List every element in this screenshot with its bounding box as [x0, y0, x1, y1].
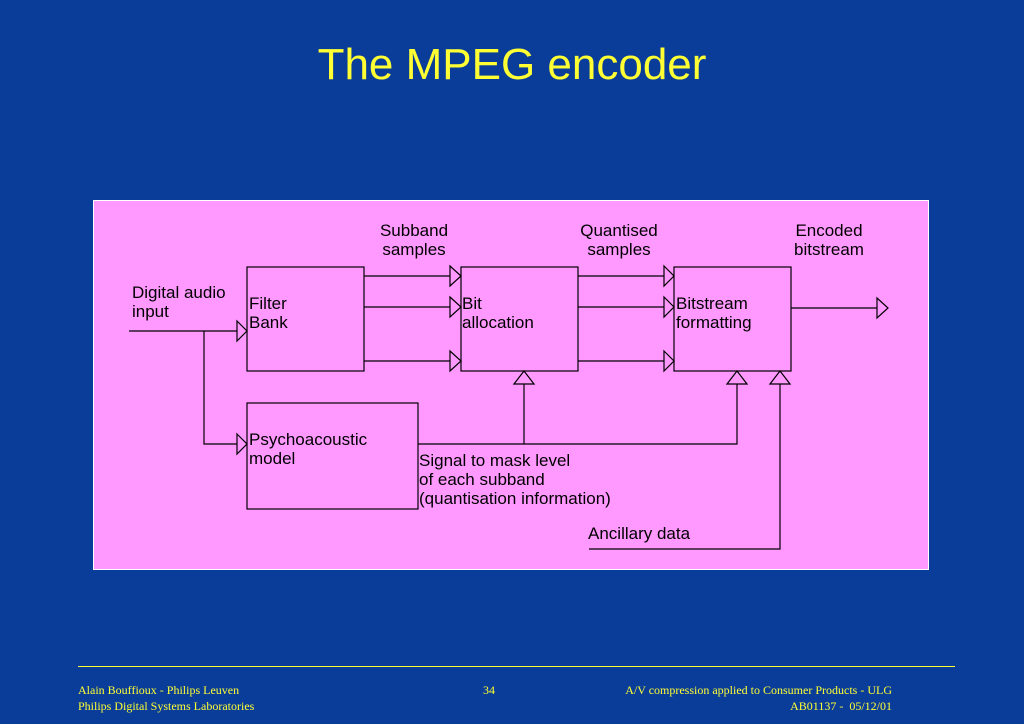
arrow-q-2	[663, 295, 675, 319]
signal-to-mask-label: Signal to mask level of each subband (qu…	[419, 451, 611, 508]
bit-allocation-label: Bit allocation	[462, 294, 534, 332]
psychoacoustic-model-label: Psychoacoustic model	[249, 430, 368, 468]
footer-divider	[78, 666, 955, 667]
footer-ref: AB01137 - 05/12/01	[790, 699, 892, 713]
arrow-ancillary	[768, 370, 792, 385]
input-label: Digital audio input	[132, 283, 226, 321]
psychoacoustic-model-box	[246, 402, 419, 510]
arrow-sub-1	[449, 264, 462, 288]
arrow-sub-3	[449, 349, 462, 373]
arrow-output	[876, 296, 889, 320]
footer-course: A/V compression applied to Consumer Prod…	[625, 683, 892, 697]
encoded-bitstream-label: Encoded bitstream	[794, 221, 864, 259]
slide-title: The MPEG encoder	[317, 40, 707, 89]
arrow-smr-format	[725, 370, 749, 385]
bit-allocation-box	[460, 266, 579, 372]
arrow-psycho-in	[236, 432, 248, 456]
diagram-lines	[129, 264, 889, 550]
arrow-filter-in	[236, 319, 248, 343]
footer-org: Philips Digital Systems Laboratories	[78, 699, 255, 713]
smr-line	[418, 384, 738, 445]
bitstream-formatting-label: Bitstream formatting	[676, 294, 752, 332]
footer-author: Alain Bouffioux - Philips Leuven	[78, 683, 240, 697]
arrow-q-3	[663, 349, 675, 373]
encoder-diagram: Digital audio input Filter Bank Bit allo…	[93, 200, 929, 570]
page-number: 34	[483, 683, 495, 697]
filter-bank-label: Filter Bank	[249, 294, 288, 332]
arrow-smr-alloc	[512, 370, 536, 385]
subband-samples-label: Subband samples	[379, 221, 449, 259]
arrow-sub-2	[449, 295, 462, 319]
quantised-samples-label: Quantised samples	[580, 221, 658, 259]
filter-bank-box	[246, 266, 365, 372]
input-branch-line	[203, 331, 237, 445]
bitstream-formatting-box	[673, 266, 792, 372]
ancillary-data-label: Ancillary data	[588, 524, 691, 543]
arrow-q-1	[663, 264, 675, 288]
ancillary-line	[589, 384, 781, 550]
